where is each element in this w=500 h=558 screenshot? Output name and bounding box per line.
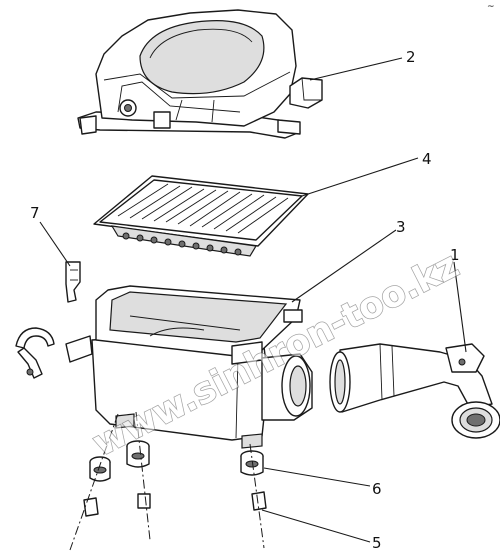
- air-hose: [329, 343, 500, 439]
- assembly-center-lines: [69, 411, 265, 551]
- rubber-grommets: [89, 440, 264, 482]
- mounting-bolts: [83, 491, 267, 517]
- callout-4: 4: [422, 150, 432, 168]
- callout-2: 2: [406, 48, 416, 66]
- air-filter-cover: [77, 9, 323, 139]
- corner-mark: ~: [487, 2, 495, 12]
- callout-3: 3: [396, 218, 406, 236]
- retaining-clip: [65, 261, 81, 303]
- hose-clamp: [15, 327, 55, 379]
- callout-1: 1: [450, 246, 460, 264]
- callout-7: 7: [30, 204, 40, 222]
- filter-element: [93, 175, 309, 257]
- callout-6: 6: [372, 480, 382, 498]
- callout-5: 5: [372, 534, 382, 552]
- leader-lines: [39, 57, 467, 543]
